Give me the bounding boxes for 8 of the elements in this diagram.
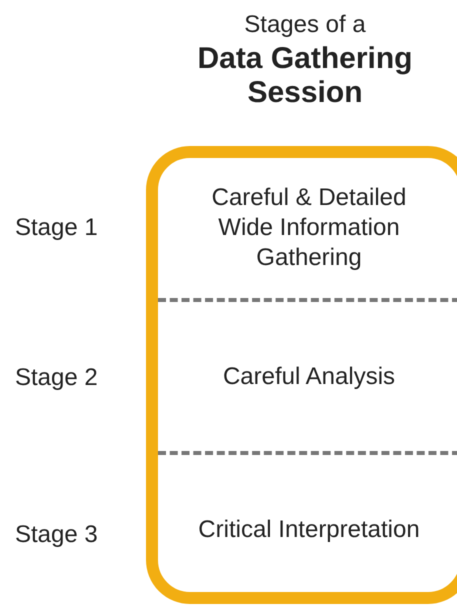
stage-description: Careful Analysis (222, 362, 396, 392)
stages-outline (146, 146, 457, 604)
title: Stages of a Data Gathering Session (196, 10, 414, 110)
stage-label: Stage 2 (15, 363, 98, 393)
stage-label: Stage 3 (15, 520, 98, 550)
stage-description: Careful & Detailed Wide Information Gathering (210, 183, 408, 273)
stage-description: Critical Interpretation (198, 514, 420, 544)
stage-label: Stage 1 (15, 213, 98, 243)
